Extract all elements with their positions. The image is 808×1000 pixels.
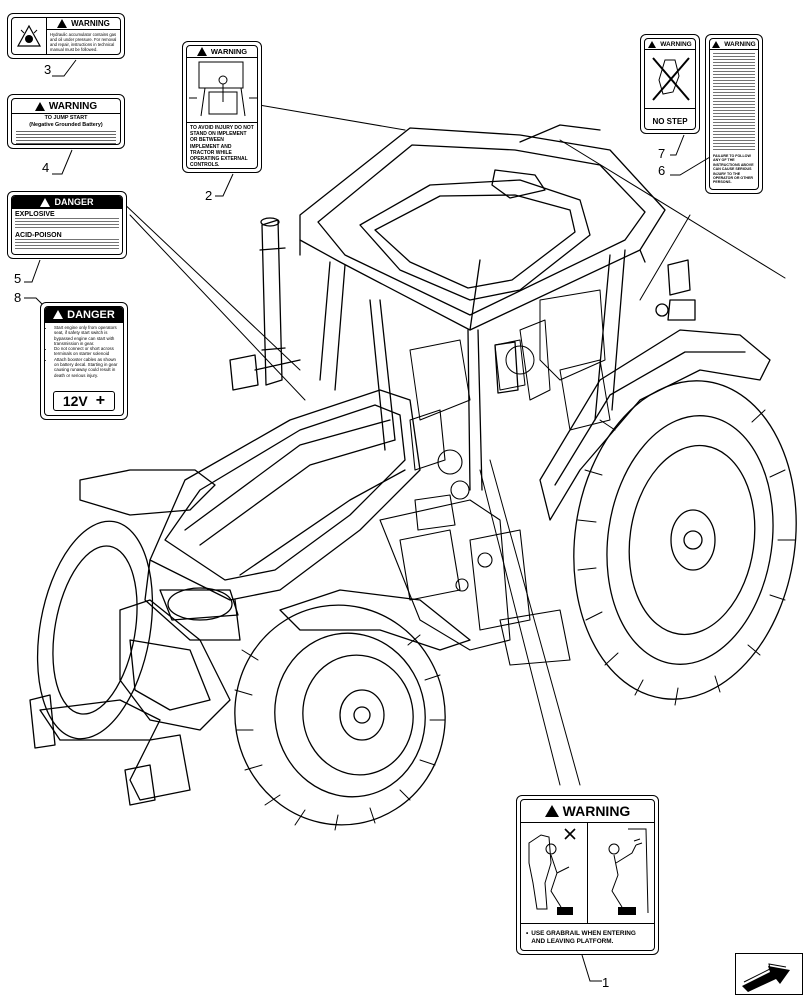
front-wheel-left [36,520,154,740]
callout-5: 5 [14,271,22,286]
plus-icon: + [95,392,106,409]
decal-4-jump-start-warning: WARNING TO JUMP START (Negative Grounded… [7,94,125,149]
decal-3-header: WARNING [47,18,120,30]
beacon-light [655,259,696,321]
danger-triangle-icon [53,310,64,319]
cab-interior [409,289,611,431]
no-step-icon [645,50,695,109]
callout-7: 7 [658,146,666,161]
implement-hazard-icon [187,58,257,123]
grabrail-pictograms [521,823,654,924]
decal-2-header: WARNING [187,46,257,58]
decal-6-header: WARNING [710,39,758,50]
decal-4-title: TO JUMP START [44,115,88,121]
front-chassis [29,599,231,806]
decal-4-subtitle: (Negative Grounded Battery) [29,122,103,128]
warning-triangle-icon [196,47,207,56]
callout-8: 8 [14,290,22,305]
decal-6-footer: FAILURE TO FOLLOW ANY OF THE INSTRUCTION… [713,154,754,185]
callout-5-leader [24,259,41,283]
decal-4-fine-print [16,131,116,144]
decal-7-no-step-warning: WARNING NO STEP [640,34,700,134]
callout-3: 3 [44,62,52,77]
callout-4-leader [52,149,73,175]
warning-triangle-icon [544,805,559,817]
decal-3-text: Hydraulic accumulator contains gas and o… [50,32,117,52]
decal-2-implement-warning: WARNING TO AVOID INJURY DO NOT STAND ON … [182,41,262,173]
decal-5-explosive: EXPLOSIVE [15,211,55,218]
decal-6-instructions [713,53,755,151]
callout-2-leader [215,173,234,197]
decal-8-jump-start-danger: DANGER Start engine only from operators … [40,302,128,420]
decal-7-text: NO STEP [652,117,688,126]
decal-5-battery-danger: DANGER EXPLOSIVE ACID-POISON [7,191,127,259]
decal-2-text: TO AVOID INJURY DO NOT STAND ON IMPLEMEN… [190,125,254,169]
decal-8-instructions: Start engine only from operators seat, i… [45,325,123,378]
decal-1-header: WARNING [521,800,654,823]
hood [144,389,421,641]
callout-1: 1 [602,975,610,990]
warning-triangle-icon [57,19,68,28]
rear-wheel [573,380,797,706]
danger-triangle-icon [40,197,51,207]
warning-triangle-icon [34,101,45,111]
decal-7-header: WARNING [645,39,695,50]
accumulator-warning-icon [12,18,47,54]
mirrors [229,341,519,394]
warning-triangle-icon [712,40,721,48]
decal-8-instruction: Start engine only from operators seat, i… [54,325,120,346]
decal-6-pto-warning: WARNING FAILURE TO FOLLOW ANY OF THE INS… [705,34,763,194]
wrong-entry-icon [521,823,588,923]
callout-6-leader [670,156,711,176]
cab-posts [319,249,626,491]
front-fender [79,469,471,651]
engine-side [379,409,571,666]
decal-3-accumulator-warning: WARNING Hydraulic accumulator contains g… [7,13,125,59]
leader-lines [119,99,786,786]
decal-8-instruction: Do not connect or short across terminals… [54,346,120,357]
arrow-icon [742,963,790,992]
decal-1-grabrail-warning: WARNING [516,795,659,955]
callout-2: 2 [205,188,213,203]
decal-4-header: WARNING [12,99,120,114]
decal-5-header: DANGER [12,196,122,209]
callout-6: 6 [658,163,666,178]
callout-3-leader [52,59,77,77]
front-wheel-right [234,604,446,831]
callout-7-leader [670,134,685,156]
cab-roof [299,124,666,331]
warning-triangle-icon [648,40,657,48]
rear-fender [539,329,771,521]
decal-1-text: •USE GRABRAIL WHEN ENTERING AND LEAVING … [526,930,636,945]
decal-8-voltage-badge: 12V + [53,391,115,411]
correct-entry-icon [588,823,654,923]
decal-5-acid: ACID-POISON [15,232,62,239]
next-view-button[interactable] [735,953,803,995]
decal-8-instruction: Attach booster cables as shown on batter… [54,357,120,378]
callout-4: 4 [42,160,50,175]
exhaust-pipe [259,217,286,386]
decal-8-voltage: 12V [62,393,88,409]
callout-1-leader [581,954,602,982]
decal-8-header: DANGER [45,307,123,323]
